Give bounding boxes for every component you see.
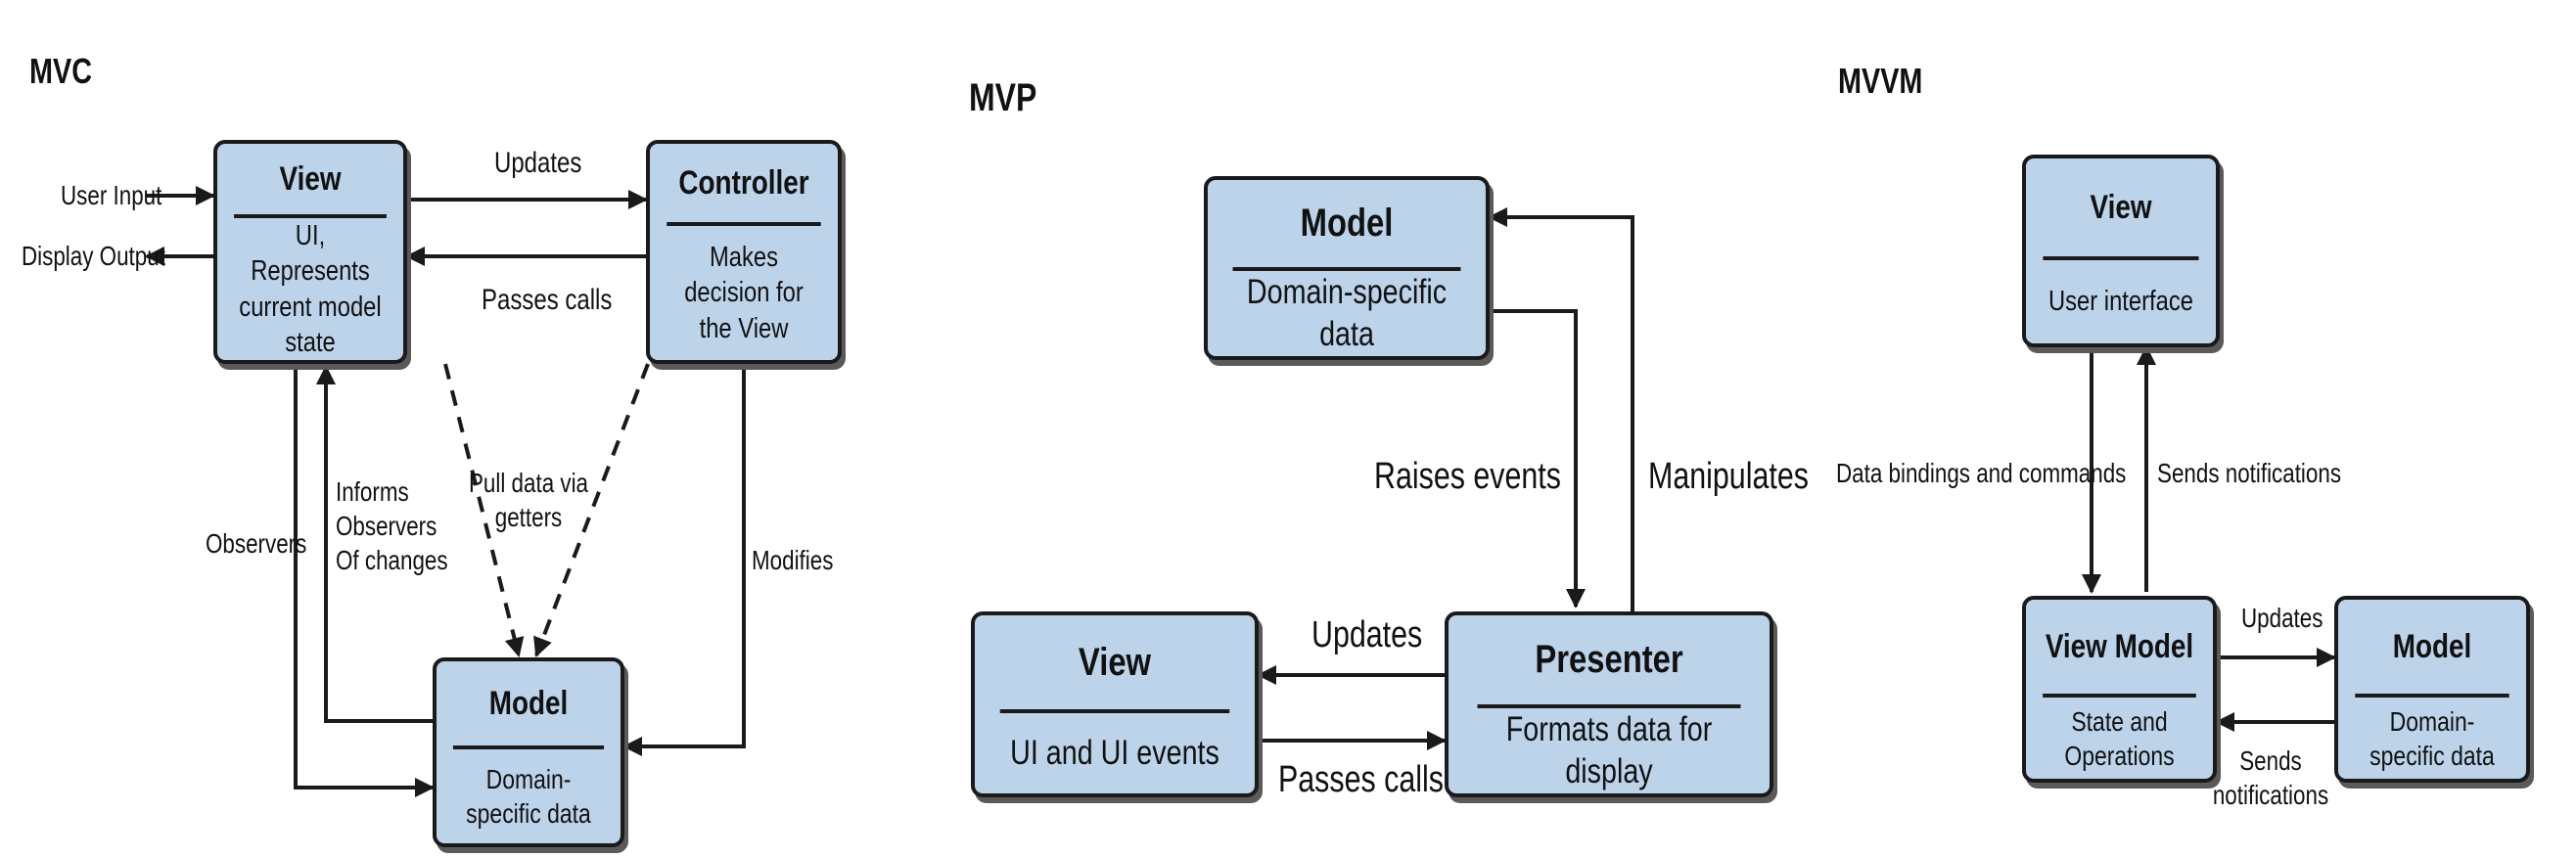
mvp-title: MVP bbox=[969, 76, 1037, 119]
mvvm-view-model-body: State and Operations bbox=[2064, 705, 2175, 771]
mvp-raises-events-arrow bbox=[1488, 309, 1586, 609]
mvc-view-body: UI, Represents current model state bbox=[239, 220, 382, 358]
mvc-controller-body: Makes decision for the View bbox=[684, 242, 804, 344]
mvc-view-box: View UI, Represents current model state bbox=[213, 140, 407, 364]
mvvm-sends-notifications-label-2: Sends notifications bbox=[2212, 745, 2329, 810]
mvvm-model-box: Model Domain-specific data bbox=[2334, 596, 2530, 783]
mvvm-data-bindings-label: Data bindings and commands bbox=[1836, 458, 2127, 488]
mvvm-sends-notifications-label: Sends notifications bbox=[2157, 458, 2342, 488]
mvc-observers-arrow bbox=[294, 364, 435, 797]
mvp-presenter-box: Presenter Formats data for display bbox=[1445, 611, 1773, 797]
mvvm-model-body: Domain-specific data bbox=[2369, 705, 2495, 771]
mvvm-view-model-header: View Model bbox=[2043, 600, 2196, 698]
mvvm-model-header: Model bbox=[2355, 600, 2509, 698]
mvc-controller-header: Controller bbox=[667, 144, 821, 226]
mvc-model-header: Model bbox=[452, 661, 605, 749]
mvp-presenter-body: Formats data for display bbox=[1505, 709, 1713, 791]
mvp-model-body: Domain-specific data bbox=[1246, 272, 1448, 354]
mvc-model-box: Model Domain-specific data bbox=[433, 657, 624, 847]
mvc-modifies-label: Modifies bbox=[752, 545, 834, 575]
mvp-presenter-header: Presenter bbox=[1477, 615, 1741, 708]
mvc-modifies-arrow bbox=[622, 364, 746, 756]
mvc-title: MVC bbox=[29, 51, 92, 91]
mvc-pull-data-arrow-right bbox=[533, 363, 650, 657]
mvp-view-body: UI and UI events bbox=[1010, 734, 1219, 773]
mvc-informs-arrow bbox=[316, 365, 433, 723]
mvp-manipulates-label: Manipulates bbox=[1648, 456, 1809, 497]
mvp-model-box: Model Domain-specific data bbox=[1204, 176, 1490, 360]
mvc-observers-label: Observers bbox=[206, 528, 307, 559]
mvc-passes-calls-label: Passes calls bbox=[482, 284, 613, 316]
mvc-view-header: View bbox=[234, 144, 387, 218]
mvvm-view-model-box: View Model State and Operations bbox=[2022, 596, 2217, 783]
mvp-updates-label: Updates bbox=[1311, 614, 1423, 655]
mvc-user-input-label: User Input bbox=[61, 180, 162, 210]
mvvm-updates-label: Updates bbox=[2241, 603, 2323, 633]
mvc-pull-data-arrow-left bbox=[443, 363, 525, 657]
mvvm-view-box: View User interface bbox=[2022, 155, 2220, 347]
mvvm-title: MVVM bbox=[1838, 61, 1923, 101]
mvc-controller-box: Controller Makes decision for the View bbox=[646, 140, 842, 364]
mvc-pull-data-label: Pull data via getters bbox=[468, 468, 589, 532]
mvvm-view-header: View bbox=[2043, 158, 2199, 260]
mvp-view-header: View bbox=[999, 615, 1230, 713]
mvc-display-output-label: Display Output bbox=[22, 241, 165, 271]
mvc-informs-label: Informs Observers Of changes bbox=[336, 476, 448, 575]
mvp-model-header: Model bbox=[1232, 180, 1461, 271]
mvp-raises-events-label: Raises events bbox=[1374, 456, 1561, 497]
mvc-updates-label: Updates bbox=[494, 147, 582, 179]
mvp-passes-calls-label: Passes calls bbox=[1278, 759, 1444, 800]
mvp-view-box: View UI and UI events bbox=[971, 611, 1259, 797]
mvp-manipulates-arrow bbox=[1488, 207, 1634, 611]
mvvm-view-body: User interface bbox=[2047, 286, 2194, 318]
mvc-model-body: Domain-specific data bbox=[466, 764, 591, 829]
